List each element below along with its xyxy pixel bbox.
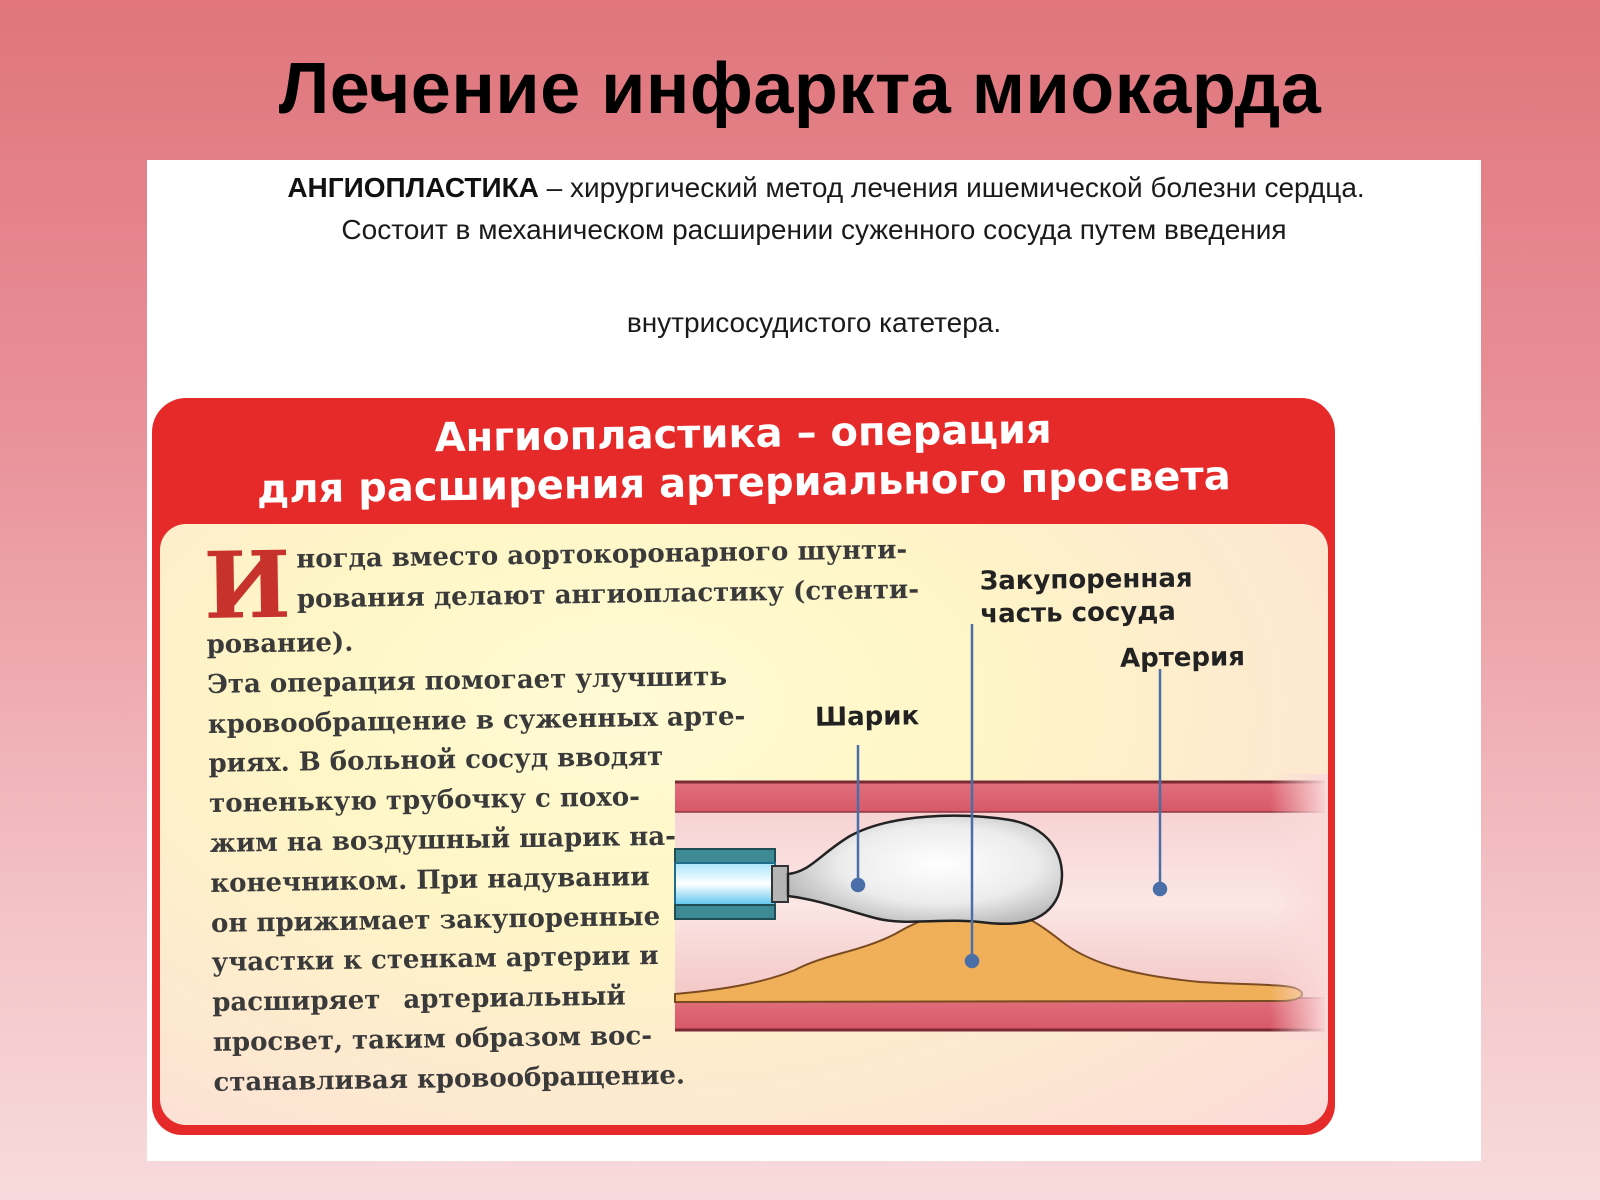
- catheter-sheath-bottom: [674, 904, 776, 920]
- label-balloon: Шарик: [814, 701, 920, 733]
- drop-cap: И: [202, 530, 292, 641]
- angioplasty-card: Ангиопластика – операция для расширения …: [152, 398, 1335, 1135]
- balloon-pointer-dot: [850, 877, 866, 893]
- content-panel: АНГИОПЛАСТИКА – хирургический метод лече…: [147, 160, 1481, 1161]
- label-blocked-part: Закупоренная часть сосуда: [980, 563, 1194, 632]
- catheter: [674, 848, 789, 920]
- artery-wall-top: [675, 782, 1325, 812]
- intro-line-3: внутрисосудистого катетера.: [626, 307, 1002, 338]
- label-blocked-line-2: часть сосуда: [980, 596, 1176, 630]
- slide-title: Лечение инфаркта миокарда: [278, 49, 1322, 129]
- intro-term: АНГИОПЛАСТИКА: [287, 172, 539, 203]
- card-body: И ногда вместо аортокоронарного шунти- р…: [160, 524, 1328, 1125]
- article-text: И ногда вместо аортокоронарного шунти- р…: [202, 530, 919, 1103]
- card-heading: Ангиопластика – операция для расширения …: [151, 402, 1335, 517]
- intro-line-1: АНГИОПЛАСТИКА – хирургический метод лече…: [147, 172, 1481, 204]
- intro-line-1-text: – хирургический метод лечения ишемическо…: [538, 172, 1365, 203]
- artery-wall-bottom: [675, 998, 1325, 1030]
- label-blocked-line-1: Закупоренная: [979, 563, 1193, 597]
- intro-line-2: Состоит в механическом расширении суженн…: [341, 214, 1287, 245]
- angioplasty-diagram: [674, 624, 1328, 1039]
- label-artery: Артерия: [1119, 642, 1246, 674]
- artery-pointer-dot: [1152, 881, 1168, 897]
- vessel-fade: [1270, 774, 1328, 1039]
- callout-pointers: [850, 624, 1168, 969]
- blocked-pointer-dot: [964, 953, 980, 969]
